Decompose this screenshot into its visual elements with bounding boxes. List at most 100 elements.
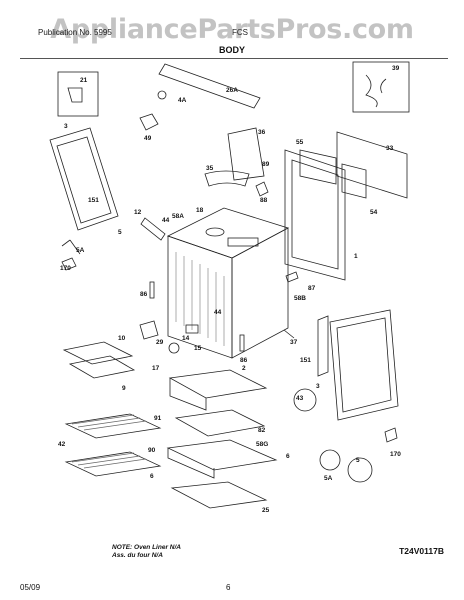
part-54 [341, 163, 367, 199]
rack-lower [64, 451, 162, 477]
oven-top [166, 207, 290, 259]
back-panel-inner [291, 159, 339, 270]
part-callout: 2 [242, 365, 246, 372]
oven-liner-note: NOTE: Oven Liner N/A Ass. du four N/A [112, 544, 181, 559]
diagram-code: T24V0117B [399, 546, 444, 556]
wire-harness [365, 74, 387, 108]
part-callout: 12 [134, 209, 142, 216]
part-callout: 39 [392, 65, 400, 72]
right-door-inner [336, 317, 392, 413]
part-callout: 86 [140, 291, 148, 298]
part-callout: 44 [214, 309, 222, 316]
publication-number: Publication No. 5995 [38, 28, 112, 37]
part-callout: 58B [294, 295, 306, 302]
part-callout: 3 [64, 123, 68, 130]
part-2 [168, 369, 268, 399]
part-33 [336, 131, 408, 199]
part-callout: 5A [324, 475, 333, 482]
part-49 [139, 113, 159, 131]
right-door-panel [329, 309, 399, 421]
part-callout: 170 [60, 265, 71, 272]
part-55 [299, 149, 337, 185]
part-58a [227, 237, 259, 247]
part-82 [174, 409, 266, 437]
part-callout: 49 [144, 135, 152, 142]
part-callout: 170 [390, 451, 401, 458]
part-callout: 1 [354, 253, 358, 260]
part-callout: 151 [300, 357, 311, 364]
part-callout: 5A [76, 247, 85, 254]
part-25 [170, 481, 268, 509]
part-callout: 89 [262, 161, 270, 168]
part-callout: 6 [150, 473, 154, 480]
part-callout: 54 [370, 209, 378, 216]
rack-upper-wires [71, 414, 147, 431]
part-170-right [384, 427, 398, 443]
page-title: BODY [218, 45, 245, 55]
part-callout: 91 [154, 415, 162, 422]
part-callout: 87 [308, 285, 316, 292]
left-door-inner [56, 136, 112, 224]
part-callout: 9 [122, 385, 126, 392]
part-callout: 90 [148, 447, 156, 454]
part-callout: 25 [262, 507, 270, 514]
part-clip [67, 87, 83, 103]
hinge-170 [61, 257, 77, 271]
part-9 [68, 355, 136, 379]
part-callout: 151 [88, 197, 99, 204]
part-18 [205, 227, 225, 237]
part-callout: 35 [206, 165, 214, 172]
part-callout: 33 [386, 145, 394, 152]
part-42 [166, 439, 278, 471]
top-bracket [158, 63, 261, 109]
rack-upper [64, 413, 162, 439]
part-89 [255, 181, 269, 197]
part-callout: 10 [118, 335, 126, 342]
insulation [175, 252, 225, 346]
part-callout: 21 [80, 77, 88, 84]
part-87 [285, 271, 299, 283]
part-callout: 5 [118, 229, 122, 236]
part-37 [283, 329, 295, 339]
part-10 [62, 341, 134, 365]
back-panel [284, 149, 346, 281]
part-callout: 18 [196, 207, 204, 214]
model-code: FCS [232, 28, 248, 37]
part-12 [140, 217, 166, 241]
part-callout: 86 [240, 357, 248, 364]
hinge-left [61, 239, 81, 255]
part-callout: 6 [286, 453, 290, 460]
inset-box-21 [57, 71, 99, 117]
part-36 [227, 127, 265, 181]
part-29 [139, 320, 159, 340]
part-callout: 17 [152, 365, 160, 372]
part-callout: 58A [172, 213, 184, 220]
part-4a-top [157, 90, 167, 100]
rack-lower-wires [71, 452, 147, 469]
inset-box-39 [352, 61, 410, 113]
header-rule [20, 58, 448, 59]
part-callout: 43 [296, 395, 304, 402]
part-callout: 37 [290, 339, 298, 346]
part-17 [168, 342, 180, 354]
part-callout: 4A [178, 97, 187, 104]
part-callout: 88 [260, 197, 268, 204]
part-callout: 14 [182, 335, 190, 342]
oven-side [231, 227, 289, 359]
part-43 [293, 388, 317, 412]
page-number: 6 [226, 583, 231, 592]
part-5-circle [347, 457, 373, 483]
footer-date: 05/09 [20, 583, 41, 592]
part-35 [204, 170, 250, 187]
part-5a-circle [319, 449, 341, 471]
part-callout: 55 [296, 139, 304, 146]
part-callout: 26A [226, 87, 238, 94]
part-callout: 44 [162, 217, 170, 224]
part-callout: 82 [258, 427, 266, 434]
part-callout: 5 [356, 457, 360, 464]
part-86-left [149, 281, 155, 299]
part-callout: 36 [258, 129, 266, 136]
part-14 [185, 324, 199, 334]
left-door-panel [49, 127, 119, 231]
